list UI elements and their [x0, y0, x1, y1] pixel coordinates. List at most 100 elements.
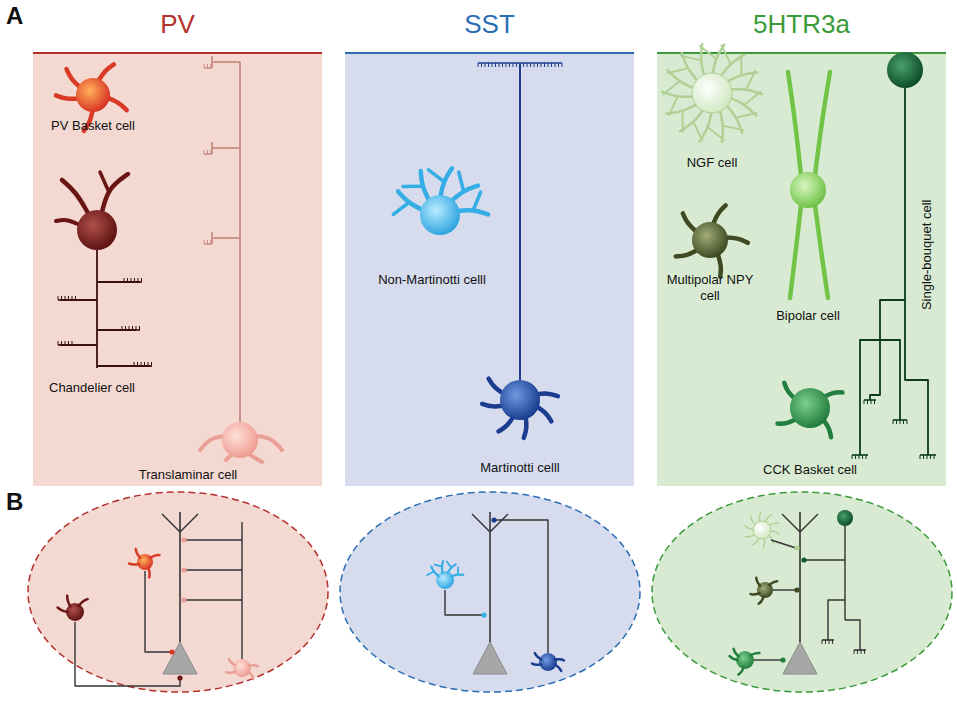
class-heading: PV — [33, 0, 322, 48]
cell-type-label: Chandelier cell — [34, 380, 150, 396]
apical-tuft — [472, 514, 490, 532]
dendrite — [447, 564, 455, 573]
dendrite — [393, 203, 408, 214]
bouton-tick — [527, 63, 528, 67]
bouton-bar — [124, 281, 142, 283]
dendrite — [709, 128, 724, 140]
axon — [904, 88, 906, 300]
dendrite — [200, 436, 226, 450]
dendrite — [102, 174, 128, 212]
bouton-tick — [859, 455, 860, 459]
bouton-tick — [207, 240, 208, 244]
dendrite — [729, 656, 737, 660]
bouton-tick — [867, 400, 868, 404]
bouton-tick — [866, 455, 867, 459]
dendrite — [769, 581, 777, 585]
axon — [239, 62, 241, 425]
pv-circuit-ellipse — [28, 492, 328, 692]
dendrite — [664, 82, 679, 94]
bouton-tick — [862, 455, 863, 459]
dendrite — [682, 112, 684, 132]
dendrite — [428, 170, 443, 181]
bouton-tick — [132, 326, 133, 330]
bouton-tick — [207, 64, 208, 68]
cell-type-label: CCK Basket cell — [747, 462, 873, 478]
dendrite — [56, 220, 80, 225]
dendrite — [58, 608, 68, 612]
bouton-tick — [530, 63, 531, 67]
bouton-tick — [122, 326, 123, 330]
bouton-tick — [864, 400, 865, 404]
bouton-tick — [893, 420, 894, 424]
bouton-tick — [555, 63, 556, 67]
bouton-tick — [211, 150, 212, 154]
bouton-bar — [58, 299, 76, 301]
axon — [96, 250, 98, 368]
cell-body — [692, 73, 732, 113]
dendrite — [747, 71, 755, 89]
cell-body — [76, 78, 110, 112]
cell-name: Single-bouquet cell — [919, 182, 935, 328]
dendrite — [256, 436, 282, 450]
sst-circuit-ellipse — [340, 492, 640, 692]
bouton-tick — [520, 63, 521, 67]
dendrite — [459, 172, 464, 190]
cell-body — [692, 222, 728, 258]
axon — [519, 63, 521, 382]
bouton-tick — [907, 420, 908, 424]
bouton-tick — [923, 455, 924, 459]
axon — [844, 526, 845, 620]
bouton-tick — [492, 63, 493, 67]
bouton-tick — [852, 455, 853, 459]
apical-tuft — [162, 514, 180, 532]
cell-body — [790, 172, 826, 208]
cell-body — [837, 510, 853, 526]
dendrite — [694, 123, 703, 141]
bouton-tick — [72, 296, 73, 300]
bouton-tick — [204, 150, 205, 154]
bouton-tick — [478, 63, 479, 67]
bouton-bar — [211, 56, 213, 68]
synapse-dot — [181, 597, 186, 602]
synapse-dot — [177, 675, 182, 680]
bouton-tick — [207, 150, 208, 154]
dendrite — [100, 172, 108, 190]
bouton-tick — [68, 296, 69, 300]
bouton-tick — [934, 455, 935, 459]
bouton-tick — [516, 63, 517, 67]
bouton-tick — [68, 341, 69, 345]
axon — [445, 590, 482, 615]
cell-type-label: Single-bouquet cell — [919, 182, 935, 328]
cell-type-label: Martinotti celll — [457, 460, 583, 476]
bouton-tick — [822, 640, 823, 644]
bouton-tick — [485, 63, 486, 67]
bouton-tick — [855, 455, 856, 459]
htr-panel-ground — [657, 53, 946, 486]
cell-body — [500, 380, 540, 420]
bouton-tick — [58, 296, 59, 300]
dendrite — [249, 665, 258, 666]
cell-type-label: Bipolar cell — [760, 308, 856, 324]
class-heading: SST — [345, 0, 634, 48]
bouton-tick — [829, 640, 830, 644]
synapse-dot — [801, 557, 806, 562]
cell-body — [233, 659, 251, 677]
apical-tuft — [800, 514, 818, 532]
dendrite — [681, 56, 700, 60]
apical-tuft — [180, 514, 198, 532]
cell-body — [77, 210, 117, 250]
bouton-tick — [541, 63, 542, 67]
dendrite — [738, 667, 743, 674]
bouton-tick — [129, 326, 130, 330]
synapse-dot — [169, 649, 174, 654]
dendrite — [815, 205, 828, 298]
axon — [184, 569, 242, 570]
bouton-tick — [127, 278, 128, 282]
cell-name: CCK Basket cell — [747, 462, 873, 478]
bouton-tick — [825, 640, 826, 644]
bouton-tick — [134, 362, 135, 366]
bouton-tick — [141, 362, 142, 366]
axon — [184, 539, 242, 540]
